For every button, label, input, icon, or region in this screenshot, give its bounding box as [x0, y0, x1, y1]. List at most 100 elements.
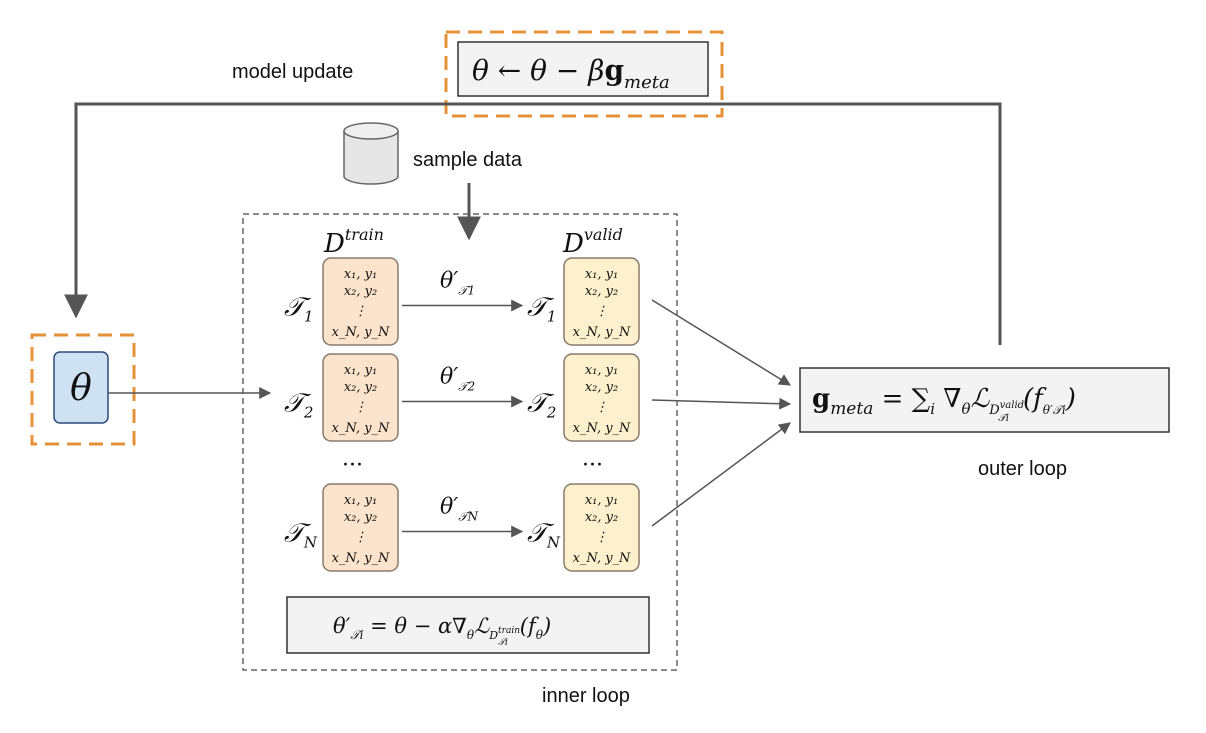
- outer-isub: i: [930, 400, 935, 418]
- d-valid-header: Dvalid: [562, 225, 623, 259]
- model-update-sub: meta: [624, 72, 670, 93]
- train-data-row: x₂, y₂: [344, 284, 377, 299]
- outer-feedback-arrow: [64, 102, 1002, 345]
- valid-task-sub: N: [546, 534, 561, 552]
- model-update-g: g: [604, 54, 624, 87]
- train-data-row: x₁, y₁: [344, 267, 377, 282]
- d-train-header: Dtrain: [323, 225, 384, 259]
- sample-data-label: sample data: [413, 149, 523, 171]
- train-task-label: 𝒯2: [284, 389, 313, 422]
- adapt-theta: θ′: [440, 269, 458, 294]
- train-data-row: x_N, y_N: [332, 325, 390, 340]
- inner-close: ): [542, 614, 551, 638]
- train-data-box: [322, 257, 399, 346]
- model-update-lhs: θ ← θ − β: [472, 54, 604, 87]
- inner-loop-label: inner loop: [542, 685, 630, 707]
- d-valid-base: D: [562, 229, 584, 259]
- valid1-to-meta-arrow: [651, 299, 792, 386]
- train-data-row: ⋮: [354, 530, 367, 545]
- theta-symbol: θ: [70, 368, 92, 409]
- train-ellipsis: ···: [342, 453, 363, 478]
- d-train-sup: train: [345, 225, 384, 244]
- train-task-label: 𝒯1: [284, 293, 313, 326]
- model-update-formula: θ ← θ − βgmeta: [472, 54, 670, 93]
- valid-task-label: 𝒯N: [527, 519, 561, 552]
- model-update-formula-box: [457, 41, 709, 97]
- adapt-sub: 𝒯2: [458, 380, 475, 394]
- inner-formula-box: [286, 596, 650, 654]
- train-data-row: ⋮: [354, 304, 367, 319]
- valid-task-sub: 2: [546, 404, 557, 422]
- inner-Lsubsub: 𝒯i: [498, 638, 508, 648]
- valid-data-row: ⋮: [595, 530, 608, 545]
- valid-data-row: x₂, y₂: [585, 380, 618, 395]
- outer-Lsubsub: 𝒯i: [998, 413, 1009, 424]
- train-task-sub: 1: [304, 308, 314, 326]
- valid-data-row: x₁, y₁: [585, 493, 618, 508]
- outer-rest: = ∑: [873, 384, 930, 414]
- valid-data-row: x_N, y_N: [573, 551, 631, 566]
- theta-highlight: [30, 333, 136, 446]
- d-valid-sup: valid: [584, 225, 623, 244]
- adapt-label: θ′𝒯2: [440, 365, 475, 394]
- inner-Lsup: train: [498, 626, 520, 636]
- train-task-sub: 2: [303, 404, 314, 422]
- train-data-row: ⋮: [354, 400, 367, 415]
- outer-loop-label: outer loop: [978, 458, 1067, 480]
- train-data-row: x_N, y_N: [332, 551, 390, 566]
- d-train-base: D: [323, 229, 345, 259]
- inner-arg: (f: [520, 614, 539, 638]
- train-data-box: [322, 353, 399, 442]
- outer-formula-box: [799, 367, 1170, 433]
- inner-lhssub: 𝒯i: [350, 628, 363, 642]
- valid-task-sub: 1: [547, 308, 557, 326]
- valid-data-row: x₁, y₁: [585, 363, 618, 378]
- adapt-sub: 𝒯N: [458, 510, 478, 524]
- inner-rest: = θ − α∇: [363, 614, 466, 638]
- train-data-row: x₁, y₁: [344, 363, 377, 378]
- valid-data-row: x₂, y₂: [585, 510, 618, 525]
- inner-loop-box: [242, 213, 678, 671]
- valid-data-box: [563, 483, 640, 572]
- model-update-highlight: [444, 30, 724, 118]
- inner-Lsub: D: [488, 629, 498, 642]
- valid-data-box: [563, 353, 640, 442]
- inner-L: ℒ: [474, 614, 490, 638]
- validN-to-meta-arrow: [651, 422, 791, 527]
- train-data-row: x_N, y_N: [332, 421, 390, 436]
- outer-Lsub: D: [988, 403, 1000, 418]
- valid-data-row: ⋮: [595, 304, 608, 319]
- outer-close: ): [1065, 384, 1076, 414]
- train-data-row: x₁, y₁: [344, 493, 377, 508]
- adapt-sub: 𝒯1: [458, 284, 475, 298]
- outer-gradsub: θ: [961, 400, 970, 418]
- outer-argsub: θ′𝒯i: [1043, 403, 1066, 417]
- train-task-sub: N: [303, 534, 318, 552]
- train-task-label: 𝒯N: [284, 519, 318, 552]
- valid-task-label: 𝒯2: [527, 389, 556, 422]
- inner-argsub: θ: [536, 628, 544, 642]
- valid-data-box: [563, 257, 640, 346]
- theta-box: [53, 351, 109, 424]
- valid2-to-meta-arrow: [651, 397, 792, 410]
- adapt-theta: θ′: [440, 365, 458, 390]
- adapt-theta: θ′: [440, 495, 458, 520]
- valid-ellipsis: ···: [582, 453, 603, 478]
- valid-data-row: x₁, y₁: [585, 267, 618, 282]
- train-data-row: x₂, y₂: [344, 380, 377, 395]
- outer-g: g: [812, 384, 830, 414]
- valid-data-row: x₂, y₂: [585, 284, 618, 299]
- outer-grad: ∇: [935, 384, 961, 414]
- database-icon: [343, 122, 399, 185]
- outer-L: ℒ: [970, 384, 990, 414]
- model-update-label: model update: [232, 61, 353, 83]
- valid-data-row: x_N, y_N: [573, 421, 631, 436]
- outer-gsub: meta: [830, 399, 873, 419]
- inner-lhs: θ′: [333, 614, 351, 638]
- valid-data-row: ⋮: [595, 400, 608, 415]
- inner-gradsub: θ: [467, 628, 475, 642]
